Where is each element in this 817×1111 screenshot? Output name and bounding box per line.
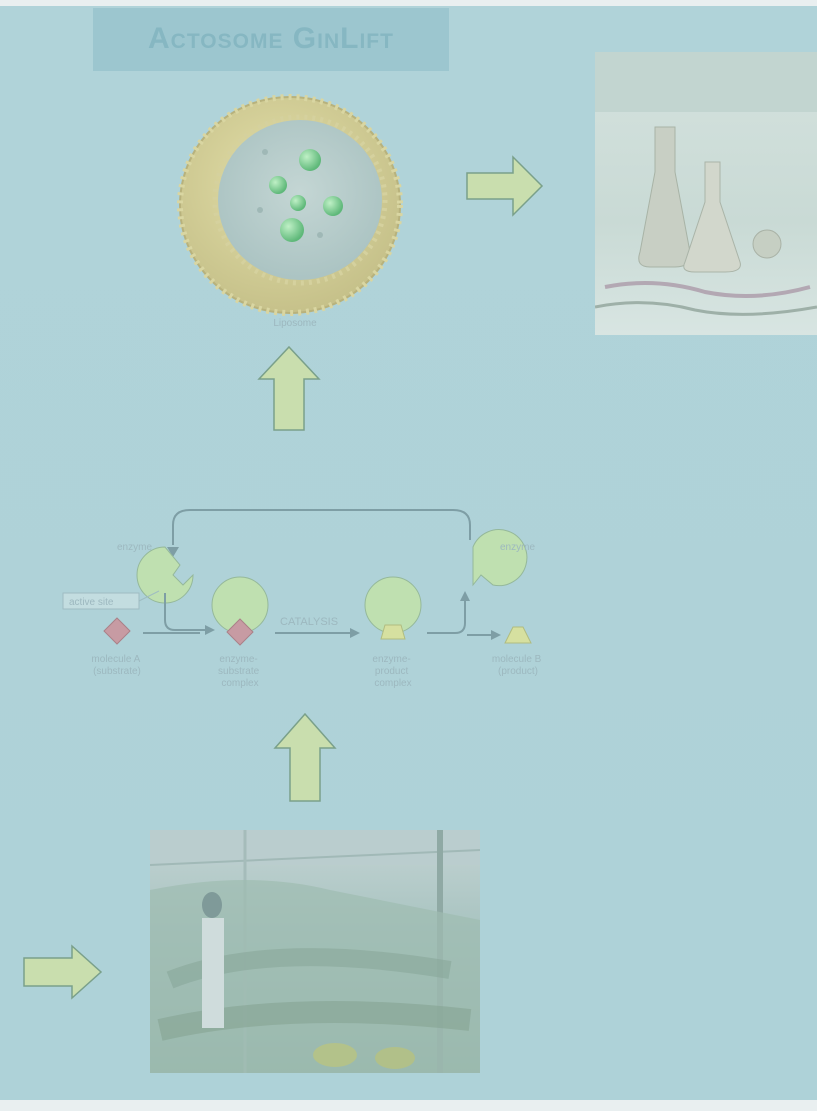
enzyme-catalysis-diagram: enzyme active site molecule A (substrate… [62,509,544,689]
molecule-a-label: molecule A (substrate) [91,654,142,677]
arrow-up-to-liposome [257,345,321,431]
greenhouse-photo [150,830,480,1073]
page-title: Actosome GinLift [148,22,394,55]
liposome-label: Liposome [273,318,317,329]
enzyme-product-label: enzyme- product complex [372,654,413,689]
molecule-b-label: molecule B (product) [492,654,544,677]
active-site-label: active site [69,597,114,608]
enzyme-right-label: enzyme [500,542,535,553]
enzyme-left-label: enzyme [117,542,152,553]
enzyme-right [472,529,528,587]
liposome-illustration: Liposome [177,94,403,329]
enzyme-substrate-complex [211,576,269,646]
title-banner: Actosome GinLift [93,8,449,71]
arrow-up-to-enzyme [273,712,337,802]
enzyme-product-complex [364,576,422,640]
lab-flasks-photo [595,52,817,335]
enzyme-left [136,546,194,604]
arrow-right-to-flasks [466,155,544,217]
catalysis-label: CATALYSIS [280,616,338,628]
arrow-right-to-greenhouse [23,944,103,1000]
enzyme-substrate-label: enzyme- substrate complex [218,654,262,689]
